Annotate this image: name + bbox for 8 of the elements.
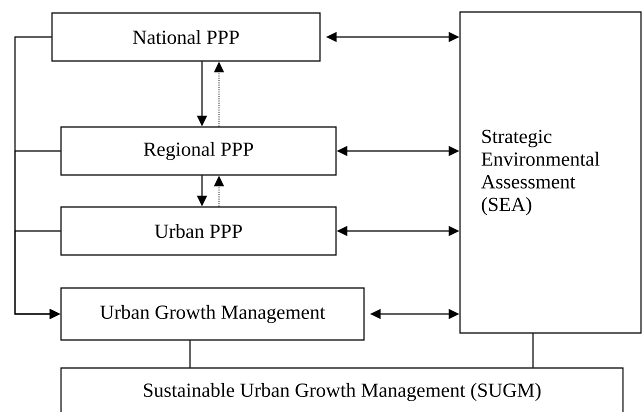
- connector-line: [532, 334, 534, 368]
- process-box: National PPP: [51, 12, 321, 62]
- assessment-box: Strategic Environmental Assessment (SEA): [459, 11, 642, 334]
- outcome-box: Sustainable Urban Growth Management (SUGM): [60, 367, 624, 412]
- process-box: Regional PPP: [60, 126, 337, 176]
- process-box: Urban Growth Management: [60, 287, 365, 341]
- process-box: Urban PPP: [60, 206, 337, 256]
- connector-line: [189, 340, 191, 368]
